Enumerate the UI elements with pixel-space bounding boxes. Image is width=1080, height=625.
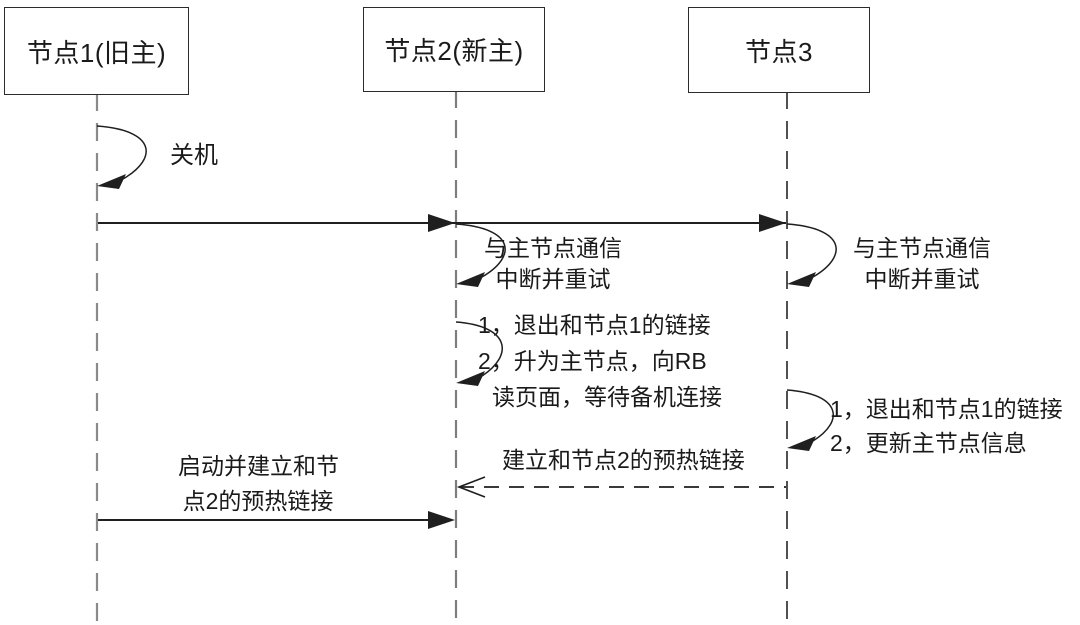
label-line: 2，更新主节点信息 [830, 430, 1027, 456]
arrow-warm-link [456, 476, 786, 498]
label-warm-link: 建立和节点2的预热链接 [502, 445, 745, 476]
arrowhead-node2-promote [456, 371, 485, 386]
actor-box-node3: 节点3 [688, 7, 870, 93]
label-line: 中断并重试 [864, 266, 980, 292]
label-node2-promote: 1，退出和节点1的链接 2，升为主节点，向RB 读页面，等待备机连接 [478, 307, 722, 415]
actor-box-node2: 节点2(新主) [363, 7, 545, 92]
arrow-notify-master-change [98, 214, 786, 232]
arrowhead-start-warm-link [428, 511, 455, 529]
label-node3-comm-retry: 与主节点通信 中断并重试 [845, 233, 999, 295]
arrowhead-to-node3 [759, 214, 786, 232]
arrow-start-warm-link [98, 511, 455, 529]
label-line: 建立和节点2的预热链接 [502, 447, 745, 473]
self-loop-node3-comm-retry [786, 223, 837, 287]
label-line: 启动并建立和节 [178, 453, 339, 479]
label-line: 点2的预热链接 [182, 488, 334, 514]
label-line: 与主节点通信 [853, 235, 991, 261]
label-line: 中断并重试 [495, 266, 611, 292]
label-shutdown: 关机 [170, 140, 218, 171]
self-loop-node2-promote [455, 321, 503, 386]
actor-box-node1: 节点1(旧主) [4, 7, 189, 95]
self-loop-node2-comm-retry [455, 223, 506, 287]
label-line: 关机 [170, 142, 218, 169]
label-line: 2，升为主节点，向RB [478, 348, 707, 374]
arrowhead-node3-update [787, 436, 816, 451]
arrowhead-shutdown [97, 174, 126, 189]
actor-label-node2: 节点2(新主) [384, 36, 524, 66]
label-line: 与主节点通信 [484, 235, 622, 261]
label-start-warm-link: 启动并建立和节 点2的预热链接 [178, 449, 339, 519]
arrowhead-node3-retry [787, 272, 816, 287]
label-node3-update: 1，退出和节点1的链接 2，更新主节点信息 [830, 392, 1063, 460]
label-line: 读页面，等待备机连接 [492, 384, 722, 410]
label-line: 1，退出和节点1的链接 [478, 312, 711, 338]
self-loop-node3-update [786, 389, 834, 451]
open-arrowhead-warm-link [456, 476, 486, 498]
label-node2-comm-retry: 与主节点通信 中断并重试 [476, 233, 630, 295]
arrowhead-node2-retry [456, 272, 485, 287]
label-line: 1，退出和节点1的链接 [830, 396, 1063, 422]
self-loop-shutdown [96, 125, 147, 189]
actor-label-node3: 节点3 [745, 36, 813, 67]
actor-label-node1: 节点1(旧主) [26, 37, 167, 68]
arrowhead-to-node2 [428, 214, 455, 232]
